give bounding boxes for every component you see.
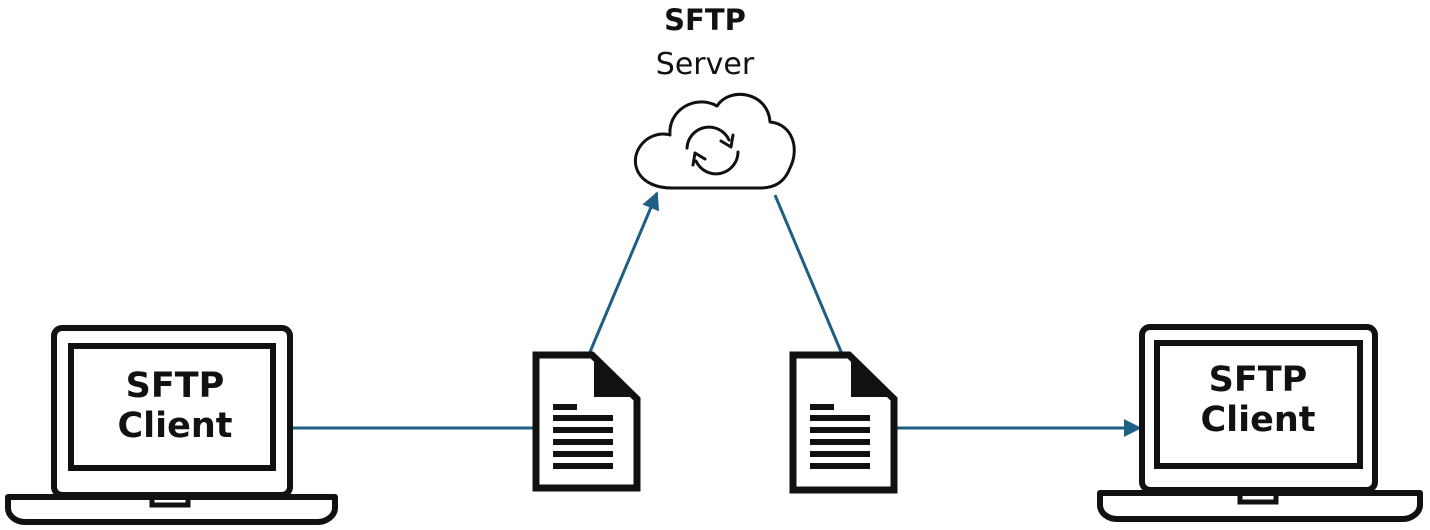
sync-arrow-top-head <box>719 133 735 149</box>
server-subtitle: Server <box>655 47 755 82</box>
document-line <box>553 439 613 445</box>
document-outline <box>532 351 641 492</box>
document-line <box>810 415 870 421</box>
left-client-line-2: Client <box>117 406 233 447</box>
arrow-document-to-server <box>588 191 660 353</box>
document-line <box>553 427 613 433</box>
document-line <box>553 404 577 410</box>
document-outline <box>789 351 898 494</box>
left-client-line-1: SFTP <box>125 366 225 406</box>
document-icon <box>532 351 641 492</box>
connector-server-to-document <box>773 194 844 355</box>
right-client-label: SFTP Client <box>1163 360 1353 441</box>
sync-arrow-bottom <box>694 150 740 176</box>
document-line <box>810 439 870 445</box>
document-line <box>553 415 613 421</box>
document-line <box>810 451 870 457</box>
document-line <box>810 463 870 469</box>
sync-arrow-top <box>685 125 731 150</box>
laptop-base <box>1097 490 1423 522</box>
laptop-screen <box>68 343 276 471</box>
cloud-outline <box>633 92 796 190</box>
laptop-notch <box>1237 493 1279 505</box>
document-fold <box>594 357 635 397</box>
sync-arrow-bottom-head <box>691 151 707 167</box>
laptop-icon <box>5 325 338 525</box>
document-line <box>810 427 870 433</box>
laptop-icon <box>1097 324 1423 522</box>
right-client-line-1: SFTP <box>1208 360 1308 400</box>
document-icon <box>789 351 898 494</box>
document-fold <box>851 357 892 397</box>
cloud-sync-icon <box>633 92 796 190</box>
document-line <box>553 451 613 457</box>
document-line <box>553 463 613 469</box>
laptop-base <box>5 494 338 525</box>
document-line <box>810 404 834 410</box>
right-client-line-2: Client <box>1200 400 1316 441</box>
laptop-screen <box>1154 340 1363 469</box>
left-client-label: SFTP Client <box>80 366 270 447</box>
laptop-notch <box>149 497 191 508</box>
server-title: SFTP <box>664 3 746 37</box>
